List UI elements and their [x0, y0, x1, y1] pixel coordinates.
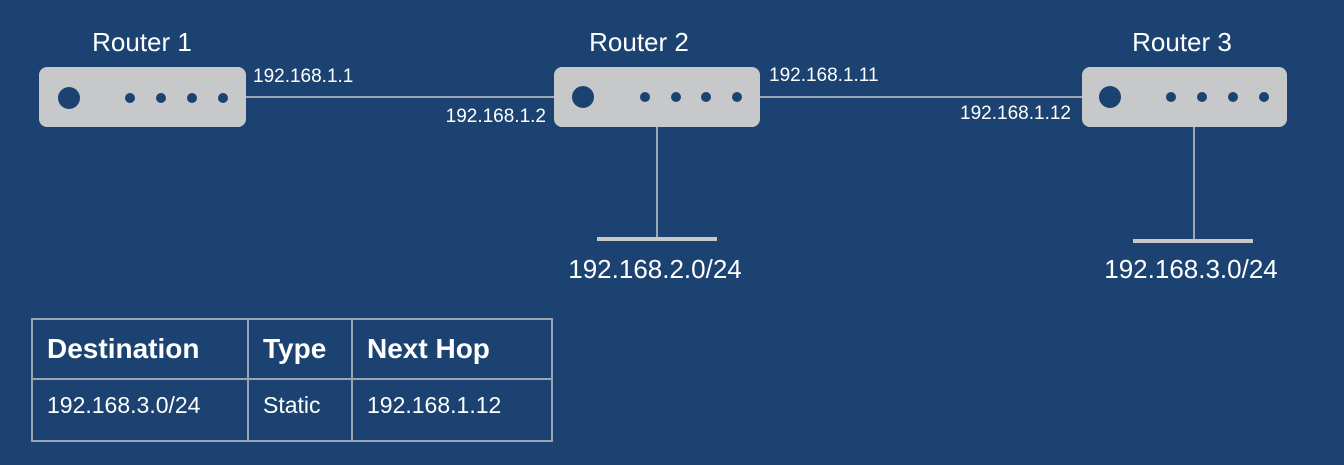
router-2-title: Router 2 [589, 27, 689, 57]
router-3-power-led [1099, 86, 1121, 108]
router-2[interactable]: Router 2 [554, 27, 760, 127]
router-3-port-led [1197, 92, 1207, 102]
ip-router-3-left: 192.168.1.12 [960, 103, 1071, 124]
network-label-r2: 192.168.2.0/24 [568, 254, 742, 284]
router-3[interactable]: Router 3 [1082, 27, 1287, 127]
header-destination: Destination [31, 318, 249, 380]
ip-router-1-right: 192.168.1.1 [253, 66, 353, 87]
routing-table-header-row: Destination Type Next Hop [31, 318, 553, 380]
router-2-port-led [640, 92, 650, 102]
router-2-power-led [572, 86, 594, 108]
router-1-power-led [58, 87, 80, 109]
router-1[interactable]: Router 1 [39, 27, 246, 127]
table-row: 192.168.3.0/24 Static 192.168.1.12 [31, 378, 553, 442]
ip-router-2-right: 192.168.1.11 [769, 65, 879, 86]
routing-table: Destination Type Next Hop 192.168.3.0/24… [31, 318, 553, 442]
cell-next-hop: 192.168.1.12 [351, 378, 553, 442]
network-label-r3: 192.168.3.0/24 [1104, 254, 1278, 284]
router-3-port-led [1228, 92, 1238, 102]
router-1-port-led [218, 93, 228, 103]
router-1-port-led [187, 93, 197, 103]
router-1-port-led [125, 93, 135, 103]
cell-type: Static [247, 378, 353, 442]
router-1-title: Router 1 [92, 27, 192, 57]
router-3-icon [1082, 67, 1287, 127]
router-2-icon [554, 67, 760, 127]
router-2-port-led [701, 92, 711, 102]
router-3-port-led [1259, 92, 1269, 102]
header-type: Type [247, 318, 353, 380]
router-1-port-led [156, 93, 166, 103]
router-2-port-led [732, 92, 742, 102]
router-1-icon [39, 67, 246, 127]
router-3-title: Router 3 [1132, 27, 1232, 57]
ip-router-2-left: 192.168.1.2 [446, 106, 546, 127]
header-next-hop: Next Hop [351, 318, 553, 380]
router-2-port-led [671, 92, 681, 102]
cell-destination: 192.168.3.0/24 [31, 378, 249, 442]
router-3-port-led [1166, 92, 1176, 102]
